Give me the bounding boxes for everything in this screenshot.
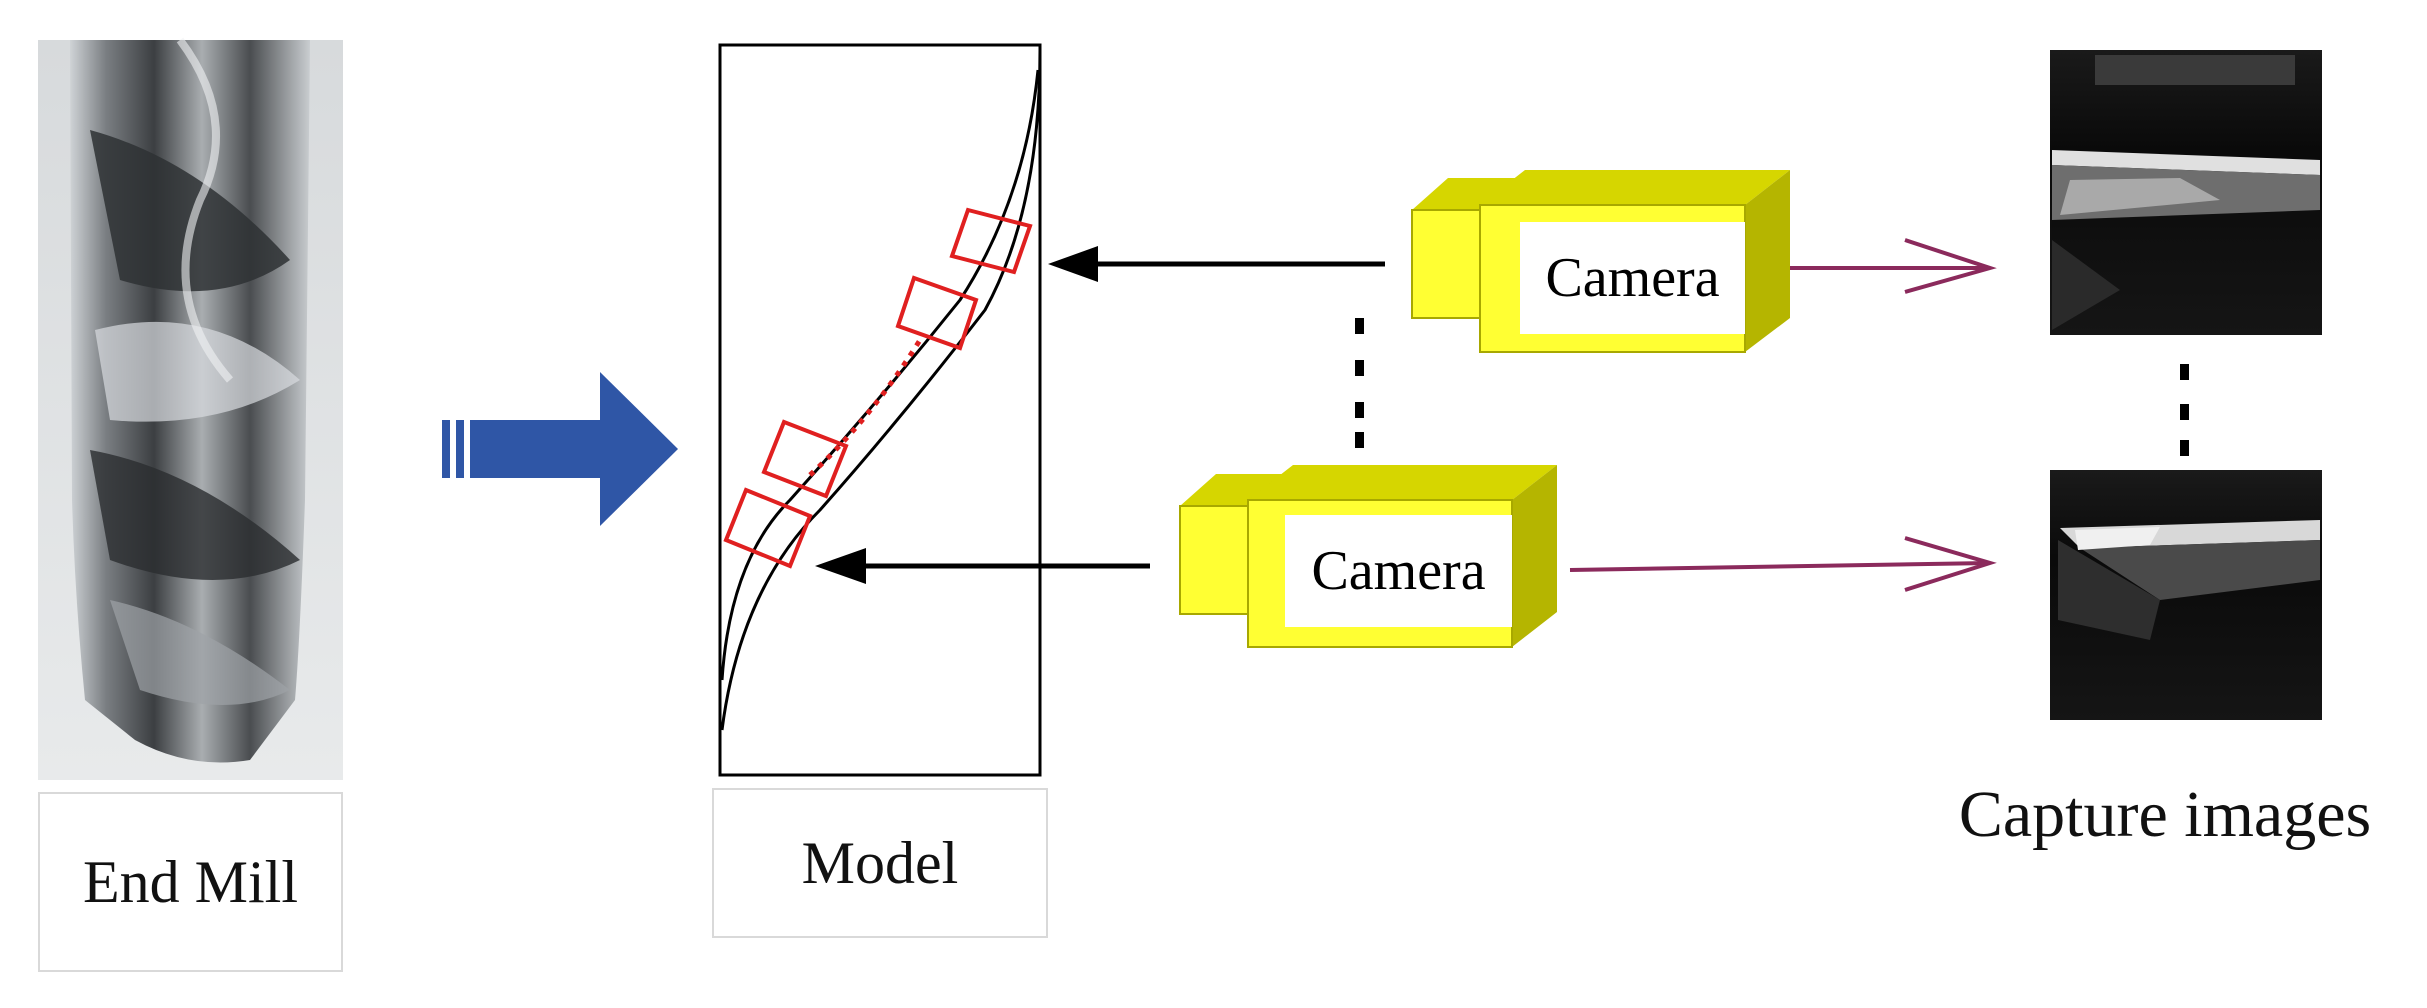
roi-box [723,487,813,569]
flow-arrow-icon [442,372,678,526]
roi-box [761,419,849,499]
open-arrow-icon [1790,238,1997,294]
end-mill-label: End Mill [82,848,298,915]
capture-images-label: Capture images [1958,778,2372,851]
end-mill-photo [38,37,343,780]
captured-image [2050,50,2322,335]
camera-label: Camera [1545,247,1720,309]
camera-arrow-bottom [815,548,1150,584]
model-drawing [718,43,1042,777]
captured-image [2050,470,2322,720]
end-mill-caption: End Mill [38,792,343,972]
capture-images-caption: Capture images [1930,770,2400,860]
camera-label: Camera [1311,540,1486,602]
camera-arrow-top [1048,246,1385,282]
roi-box [949,207,1033,275]
camera-icon [1411,170,1790,353]
vertical-dots-icon [1355,318,1364,448]
model-caption: Model [712,788,1048,938]
roi-box [895,275,979,351]
camera-icon [1179,465,1557,648]
vertical-dots-icon [2180,364,2189,456]
model-label: Model [801,829,959,896]
open-arrow-icon [1569,536,1997,592]
